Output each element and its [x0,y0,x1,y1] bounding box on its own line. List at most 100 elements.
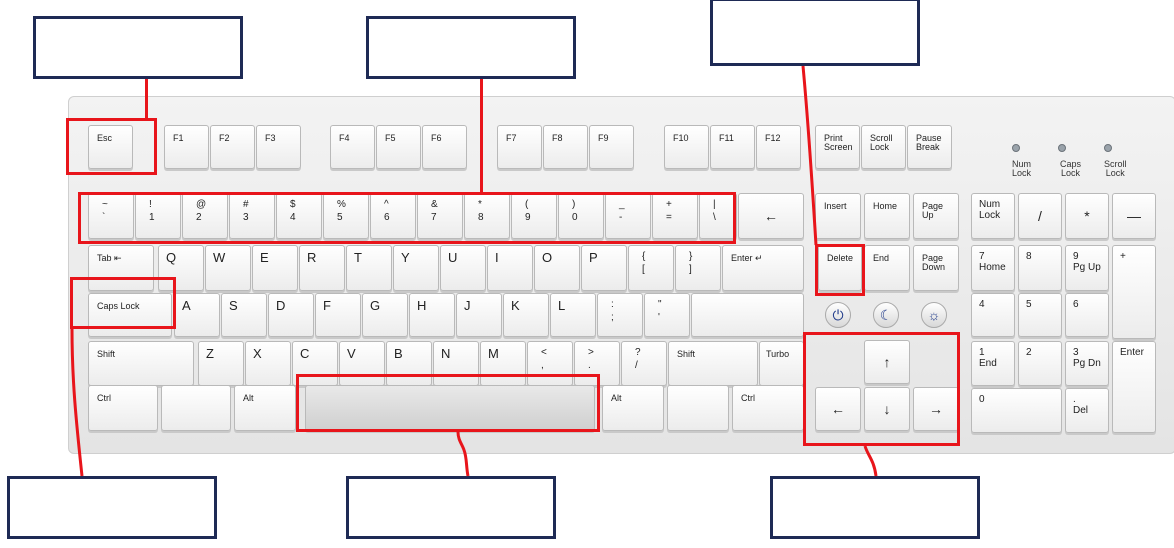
key-page-up[interactable]: Page Up [913,193,959,239]
key-f6[interactable]: F6 [422,125,467,169]
key-scroll-lock[interactable]: Scroll Lock [861,125,906,169]
key-end[interactable]: End [864,245,910,291]
key-left-shift[interactable]: Shift [88,341,194,386]
key-numpad-1[interactable]: 1 End [971,341,1015,386]
key-quote[interactable]: " ' [644,293,690,337]
key-numpad-7[interactable]: 7 Home [971,245,1015,291]
key-f11[interactable]: F11 [710,125,755,169]
key-numpad-6[interactable]: 6 [1065,293,1109,337]
key-numpad-2[interactable]: 2 [1018,341,1062,386]
sleep-icon[interactable]: ☾ [873,302,899,328]
key-r[interactable]: R [299,245,345,291]
key-label: F5 [385,134,396,143]
key-f12[interactable]: F12 [756,125,801,169]
key-enter[interactable]: Enter ↵ [722,245,804,291]
key-right-alt[interactable]: Alt [602,385,664,431]
key-numpad-enter[interactable]: Enter [1112,341,1156,433]
key-d[interactable]: D [268,293,314,337]
key-o[interactable]: O [534,245,580,291]
key-num-lock[interactable]: Num Lock [971,193,1015,239]
key-f1[interactable]: F1 [164,125,209,169]
wake-icon[interactable]: ☼ [921,302,947,328]
key-left-bracket[interactable]: { [ [628,245,674,291]
key-label: Page Down [922,254,945,272]
key-left-ctrl[interactable]: Ctrl [88,385,158,431]
key-k[interactable]: K [503,293,549,337]
key-e[interactable]: E [252,245,298,291]
key-label: F4 [339,134,350,143]
key-label: Insert [824,202,847,211]
key-label: Z [206,348,214,360]
key-home[interactable]: Home [864,193,910,239]
key-enter-lower[interactable] [691,293,804,337]
key-label: K [511,300,520,312]
key-f7[interactable]: F7 [497,125,542,169]
key-right-bracket[interactable]: } ] [675,245,721,291]
key-p[interactable]: P [581,245,627,291]
key-numpad-decimal[interactable]: . Del [1065,388,1109,433]
key-f3[interactable]: F3 [256,125,301,169]
caps-lock-indicator-label: Caps Lock [1060,160,1081,178]
key-f[interactable]: F [315,293,361,337]
key-s[interactable]: S [221,293,267,337]
key-semicolon[interactable]: : ; [597,293,643,337]
key-numpad-3[interactable]: 3 Pg Dn [1065,341,1109,386]
key-f9[interactable]: F9 [589,125,634,169]
key-t[interactable]: T [346,245,392,291]
key-f2[interactable]: F2 [210,125,255,169]
key-numpad-8[interactable]: 8 [1018,245,1062,291]
connector-esc [145,79,148,119]
key-right-windows[interactable] [667,385,729,431]
highlight-delete [815,244,865,296]
key-print-screen[interactable]: Print Screen [815,125,860,169]
key-f5[interactable]: F5 [376,125,421,169]
key-f4[interactable]: F4 [330,125,375,169]
key-label: End [873,254,889,263]
key-f8[interactable]: F8 [543,125,588,169]
key-numpad-9[interactable]: 9 Pg Up [1065,245,1109,291]
key-numpad-divide[interactable]: / [1018,193,1062,239]
key-label: F3 [265,134,276,143]
key-numpad-5[interactable]: 5 [1018,293,1062,337]
key-numpad-multiply[interactable]: * [1065,193,1109,239]
key-label: Alt [611,394,622,403]
key-numpad-minus[interactable]: — [1112,193,1156,239]
key-left-alt[interactable]: Alt [234,385,296,431]
power-icon[interactable]: ⏻ [825,302,851,328]
key-x[interactable]: X [245,341,291,386]
key-label: R [307,252,316,264]
key-insert[interactable]: Insert [815,193,861,239]
key-f10[interactable]: F10 [664,125,709,169]
key-label: Shift [677,350,695,359]
key-w[interactable]: W [205,245,251,291]
key-a[interactable]: A [174,293,220,337]
key-right-ctrl[interactable]: Ctrl [732,385,804,431]
key-right-shift[interactable]: Shift [668,341,758,386]
key-j[interactable]: J [456,293,502,337]
highlight-esc [66,118,157,175]
key-page-down[interactable]: Page Down [913,245,959,291]
key-g[interactable]: G [362,293,408,337]
key-i[interactable]: I [487,245,533,291]
key-label: V [347,348,356,360]
key-turbo[interactable]: Turbo [759,341,804,386]
key-label: W [213,252,225,264]
key-numpad-plus[interactable]: + [1112,245,1156,339]
key-label: Turbo [766,350,789,359]
key-z[interactable]: Z [198,341,244,386]
key-left-windows[interactable] [161,385,231,431]
key-label: L [558,300,565,312]
key-numpad-0[interactable]: 0 [971,388,1062,433]
key-u[interactable]: U [440,245,486,291]
key-l[interactable]: L [550,293,596,337]
key-slash[interactable]: ? / [621,341,667,386]
key-label: U [448,252,457,264]
key-numpad-4[interactable]: 4 [971,293,1015,337]
highlight-space [296,374,600,432]
key-pause-break[interactable]: Pause Break [907,125,952,169]
key-h[interactable]: H [409,293,455,337]
key-label: F9 [598,134,609,143]
key-label: 8 [1026,251,1032,262]
key-backspace[interactable]: ← [738,193,804,239]
key-y[interactable]: Y [393,245,439,291]
